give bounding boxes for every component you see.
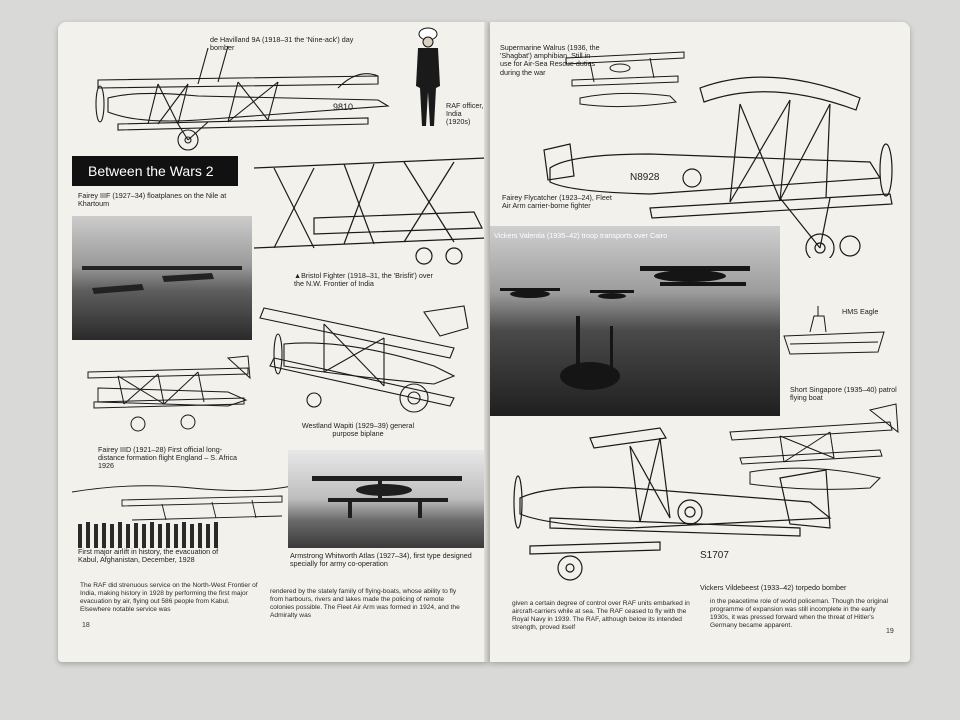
singapore-caption: Short Singapore (1935–40) patrol flying … xyxy=(790,385,897,403)
vildebeest-caption: Vickers Vildebeest (1933–42) torpedo bom… xyxy=(700,583,847,592)
fairey-iiid-drawing xyxy=(87,355,251,432)
officer-caption: RAF officer, India (1920s) xyxy=(446,101,484,127)
kabul-evacuation-drawing xyxy=(72,485,292,548)
left-page-number: 18 xyxy=(82,622,90,629)
magazine-spread: 9810 de Havilland 9A (1918–31 the 'Nine-… xyxy=(58,22,910,662)
bristol-fighter-caption: ▲Bristol Fighter (1918–31, the 'Brisfit'… xyxy=(294,271,433,289)
dh9a-drawing: 9810 xyxy=(95,45,390,151)
atlas-photo xyxy=(288,450,484,548)
page-heading: Between the Wars 2 xyxy=(72,156,238,186)
khartoum-photo xyxy=(72,216,252,340)
walrus-caption: Supermarine Walrus (1936, the 'Shagbat')… xyxy=(500,43,600,77)
wapiti-caption: Westland Wapiti (1929–39) general purpos… xyxy=(301,421,415,439)
hms-eagle-drawing xyxy=(783,306,885,355)
left-body-col1: The RAF did strenuous service on the Nor… xyxy=(80,582,258,613)
dh9a-caption: de Havilland 9A (1918–31 the 'Nine-ack')… xyxy=(210,35,354,53)
valentia-over-cairo-photo xyxy=(490,226,780,416)
left-page: 9810 de Havilland 9A (1918–31 the 'Nine-… xyxy=(58,22,488,662)
vildebeest-serial: S1707 xyxy=(700,550,729,561)
raf-officer-figure xyxy=(416,27,440,126)
fairey-iiif-caption: Fairey IIIF (1927–34) floatplanes on the… xyxy=(78,191,227,209)
bristol-fighter-closeup xyxy=(254,157,486,265)
kabul-caption: First major airlift in history, the evac… xyxy=(78,547,219,565)
flycatcher-drawing: N8928 xyxy=(543,76,893,258)
right-page-number: 19 xyxy=(886,628,894,635)
atlas-caption: Armstrong Whitworth Atlas (1927–34), fir… xyxy=(290,551,472,569)
spine-gutter xyxy=(484,22,494,662)
fairey-iiid-caption: Fairey IIID (1921–28) First official lon… xyxy=(98,445,238,471)
valentia-caption: Vickers Valentia (1935–42) troop transpo… xyxy=(494,231,668,240)
short-singapore-drawing xyxy=(729,403,899,490)
wapiti-drawing xyxy=(259,305,469,413)
right-body-col1: given a certain degree of control over R… xyxy=(512,600,690,631)
flycatcher-caption: Fairey Flycatcher (1923–24), Fleet Air A… xyxy=(502,193,612,211)
eagle-caption: HMS Eagle xyxy=(842,307,879,316)
vildebeest-drawing: S1707 xyxy=(513,427,832,581)
left-body-col2: rendered by the stately family of flying… xyxy=(270,588,460,619)
right-page: Supermarine Walrus (1936, the 'Shagbat')… xyxy=(490,22,910,662)
flycatcher-serial: N8928 xyxy=(630,172,660,183)
right-body-col2: in the peacetime role of world policeman… xyxy=(710,598,889,629)
dh9a-serial: 9810 xyxy=(333,102,353,112)
walrus-drawing xyxy=(565,51,685,108)
